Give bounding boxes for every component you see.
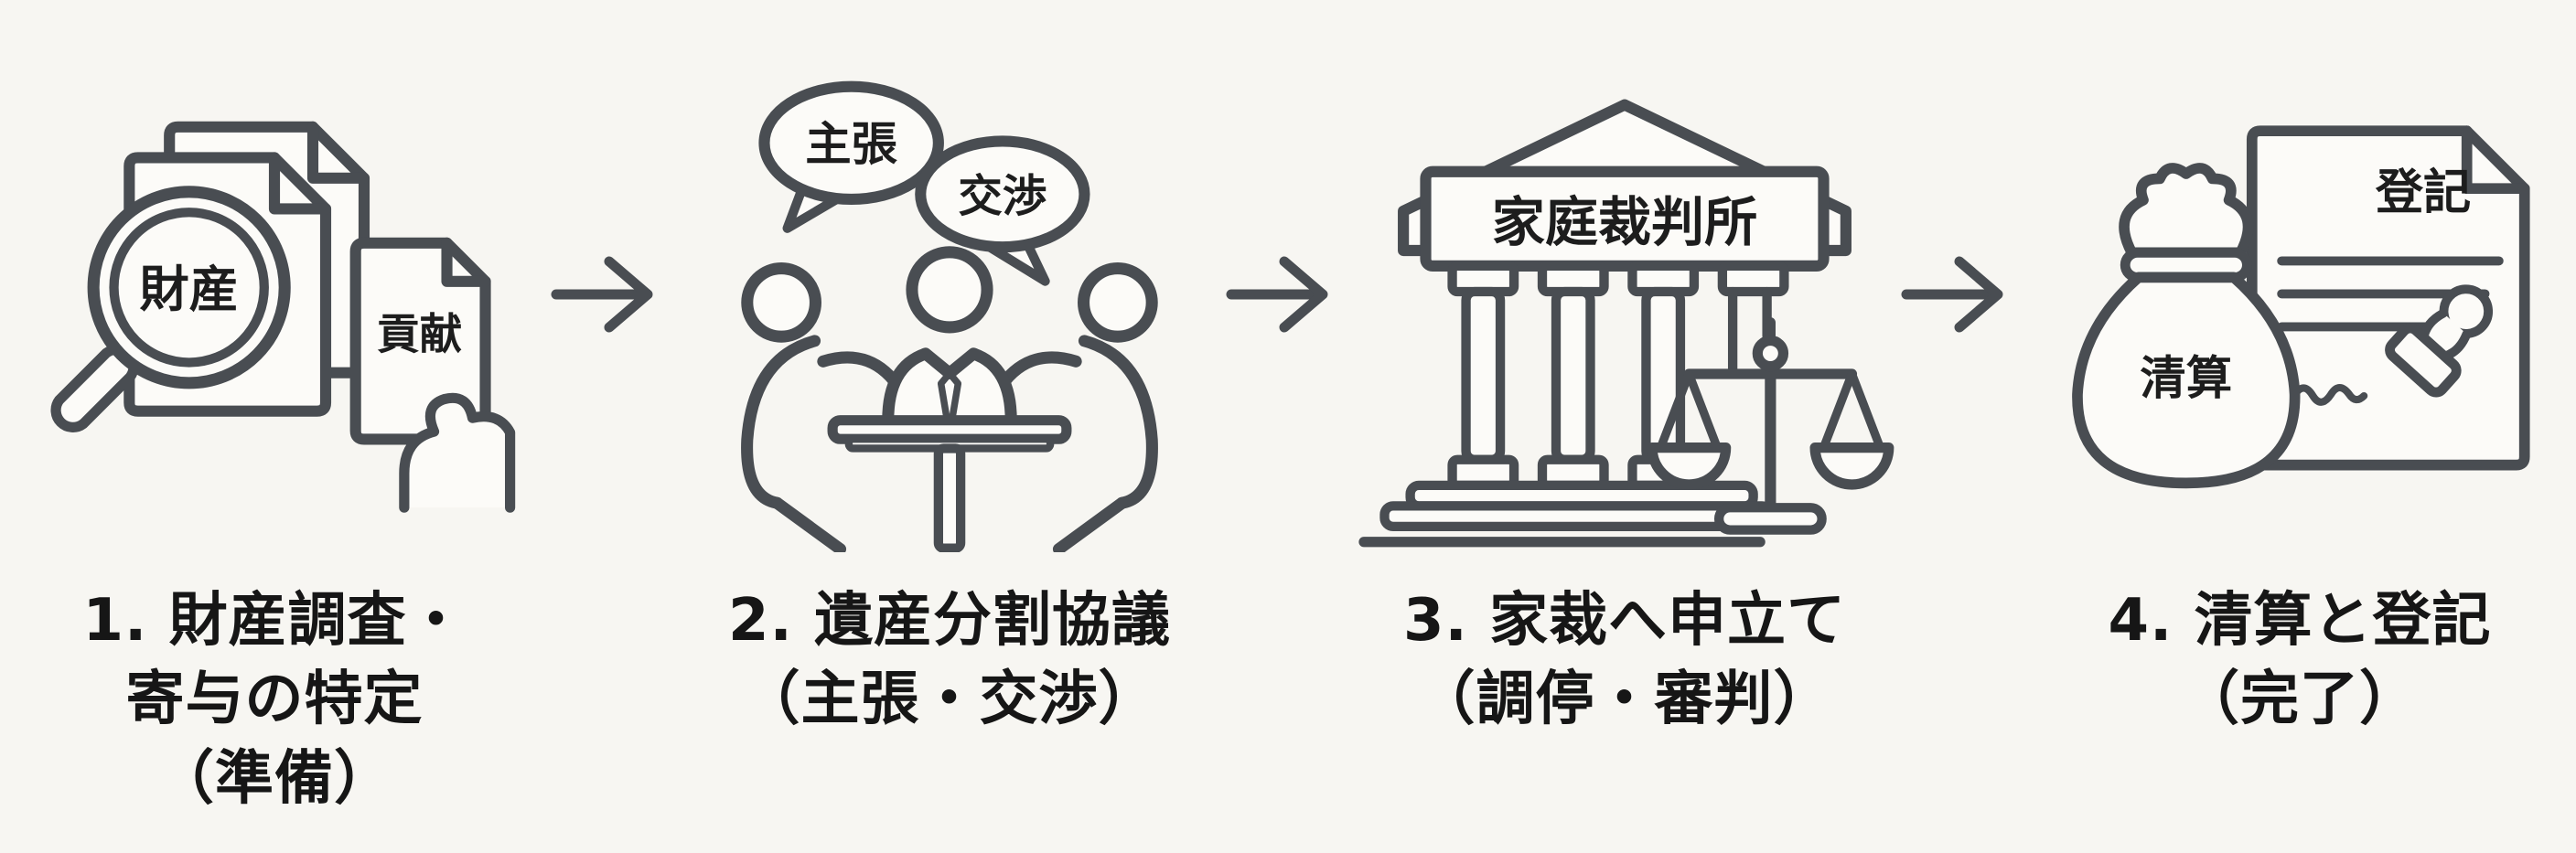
documents-magnifier-hand-icon: 財産 貢献 <box>50 122 516 514</box>
step-1-caption: 1. 財産調査・ 寄与の特定 （準備） <box>82 581 466 818</box>
hand <box>399 393 516 514</box>
step-3-caption: 3. 家裁へ申立て （調停・審判） <box>1403 581 1846 740</box>
registry-document-label: 登記 <box>2375 165 2471 220</box>
caption-line: 2. 遺産分割協議 <box>727 587 1172 655</box>
step-1: 財産 貢献 1. 財産調査・ 寄与の特定 （準備） <box>0 0 549 818</box>
step-4-caption: 4. 清算と登記 （完了） <box>2108 581 2491 740</box>
caption-line: （準備） <box>156 744 393 813</box>
speech-bubble-right <box>915 135 1090 252</box>
arrow-3 <box>1899 0 2025 338</box>
signature-squiggle <box>2289 384 2368 406</box>
caption-line: 3. 家裁へ申立て <box>1402 587 1847 655</box>
speech-bubble-left <box>758 80 944 205</box>
step-2-icon-box: 主張 交渉 <box>675 0 1224 567</box>
step-3-icon-box: 家庭裁判所 <box>1350 0 1899 567</box>
arrow-2 <box>1224 0 1350 338</box>
courthouse-scales-icon: 家庭裁判所 <box>1358 99 1894 548</box>
courthouse-sign <box>1420 165 1830 272</box>
left-person-body <box>741 335 821 509</box>
courthouse-steps <box>1358 480 1776 548</box>
money-bag-label: 清算 <box>2140 351 2232 405</box>
speech-bubble-right-label: 交渉 <box>958 171 1046 222</box>
caption-line: 4. 清算と登記 <box>2108 587 2492 655</box>
three-people-table-discussion-icon: 主張 交渉 <box>741 80 1158 552</box>
step-2: 主張 交渉 2. 遺産分割協議 （主張・交渉） <box>675 0 1224 740</box>
money-bag: 清算 <box>2072 163 2301 489</box>
step-4: 登記 清算 <box>2025 0 2574 740</box>
right-arrow-icon <box>1226 256 1328 333</box>
step-4-icon-box: 登記 清算 <box>2025 0 2574 567</box>
right-person-head <box>1077 261 1158 343</box>
center-person-head <box>906 245 993 334</box>
right-arrow-icon <box>1901 256 2003 333</box>
step-2-caption: 2. 遺産分割協議 （主張・交渉） <box>728 581 1171 740</box>
caption-line: 1. 財産調査・ <box>82 587 467 655</box>
table-leg <box>933 443 966 552</box>
caption-line: 寄与の特定 <box>125 666 424 734</box>
caption-line: （主張・交渉） <box>741 666 1158 734</box>
caption-line: （調停・審判） <box>1416 666 1833 734</box>
left-person-head <box>741 261 822 343</box>
step-1-icon-box: 財産 貢献 <box>0 0 549 567</box>
held-document-label: 貢献 <box>377 311 462 360</box>
right-person-body <box>1078 335 1158 509</box>
speech-bubble-left-label: 主張 <box>805 117 897 171</box>
magnifier-lens-label: 財産 <box>140 261 239 318</box>
money-bag-document-stamp-icon: 登記 清算 <box>2072 125 2530 489</box>
hanko-stamp <box>2385 284 2494 398</box>
step-3: 家庭裁判所 <box>1350 0 1899 740</box>
right-arrow-icon <box>551 256 653 333</box>
caption-line: （完了） <box>2181 666 2419 734</box>
courthouse-sign-label: 家庭裁判所 <box>1492 191 1758 253</box>
scales-of-justice <box>1647 317 1894 535</box>
arrow-1 <box>549 0 675 338</box>
